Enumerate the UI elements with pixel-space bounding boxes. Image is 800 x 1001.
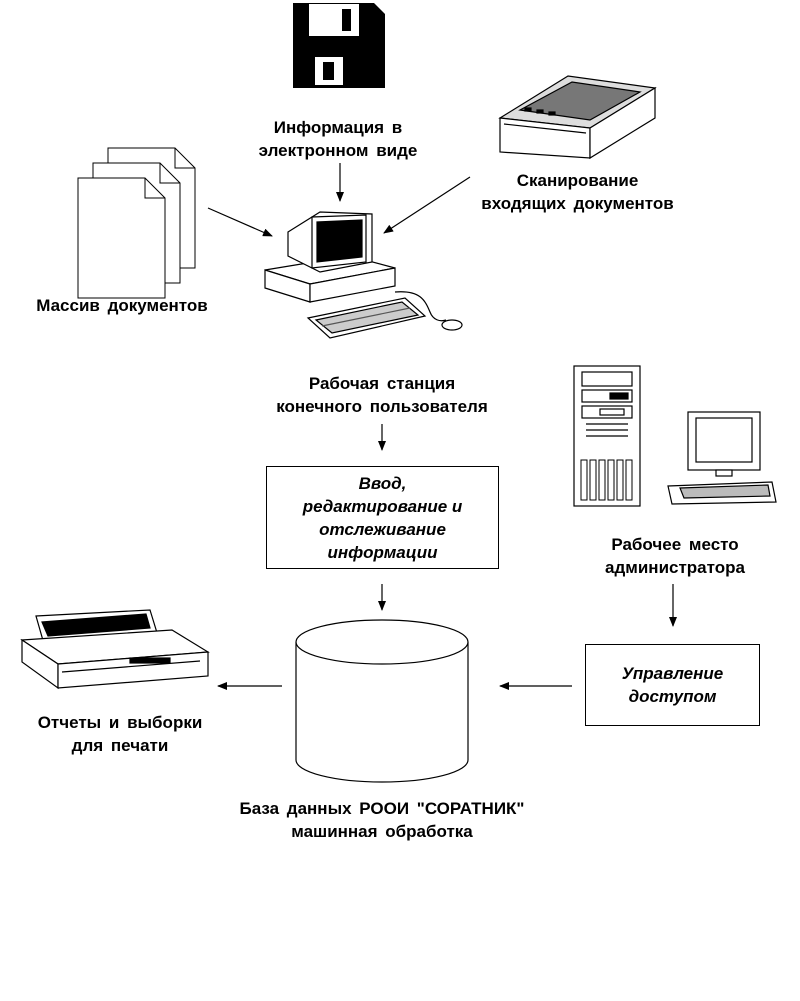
label-doc-array: Массив документов — [12, 294, 232, 317]
label-database: База данных РООИ "СОРАТНИК" машинная обр… — [212, 797, 552, 843]
database-cylinder — [295, 619, 469, 783]
label-database-line2: машинная обработка — [291, 822, 473, 841]
input-box-line3: отслеживание — [319, 519, 446, 539]
printer-icon — [20, 609, 210, 690]
label-digital-info-line1: Информация в — [273, 118, 403, 137]
label-scanning-line2: входящих документов — [481, 194, 674, 213]
label-admin-line2: администратора — [605, 558, 745, 577]
label-reports-line1: Отчеты и выборки — [37, 713, 203, 732]
label-scanning-line1: Сканирование — [516, 171, 639, 190]
admin-monitor-icon — [667, 411, 777, 505]
label-doc-array-line: Массив документов — [36, 296, 208, 315]
access-box-line2: доступом — [628, 687, 717, 706]
label-admin: Рабочее место администратора — [575, 533, 775, 579]
label-workstation-line2: конечного пользователя — [276, 397, 488, 416]
input-box-line4: информации — [327, 542, 438, 562]
input-box-line2: редактирование и — [302, 496, 463, 516]
label-database-line1: База данных РООИ "СОРАТНИК" — [239, 799, 525, 818]
label-reports: Отчеты и выборки для печати — [10, 711, 230, 757]
label-workstation: Рабочая станция конечного пользователя — [252, 372, 512, 418]
label-admin-line1: Рабочее место — [611, 535, 739, 554]
label-reports-line2: для печати — [71, 736, 169, 755]
label-digital-info-line2: электронном виде — [258, 141, 418, 160]
access-control-box: Управление доступом — [585, 644, 760, 726]
input-editing-box: Ввод, редактирование и отслеживание инфо… — [266, 466, 499, 569]
floppy-disk-icon — [293, 3, 385, 88]
label-workstation-line1: Рабочая станция — [308, 374, 456, 393]
admin-server-icon — [573, 365, 641, 507]
workstation-computer-icon — [264, 211, 463, 339]
label-scanning: Сканирование входящих документов — [455, 169, 700, 215]
documents-stack-icon — [77, 147, 196, 299]
scanner-icon — [498, 75, 657, 160]
input-box-line1: Ввод, — [358, 473, 407, 493]
arrow-documents-to-workstation — [207, 207, 273, 237]
label-digital-info: Информация в электронном виде — [238, 116, 438, 162]
arrow-scanner-to-workstation — [383, 176, 471, 234]
access-box-line1: Управление — [621, 664, 724, 683]
